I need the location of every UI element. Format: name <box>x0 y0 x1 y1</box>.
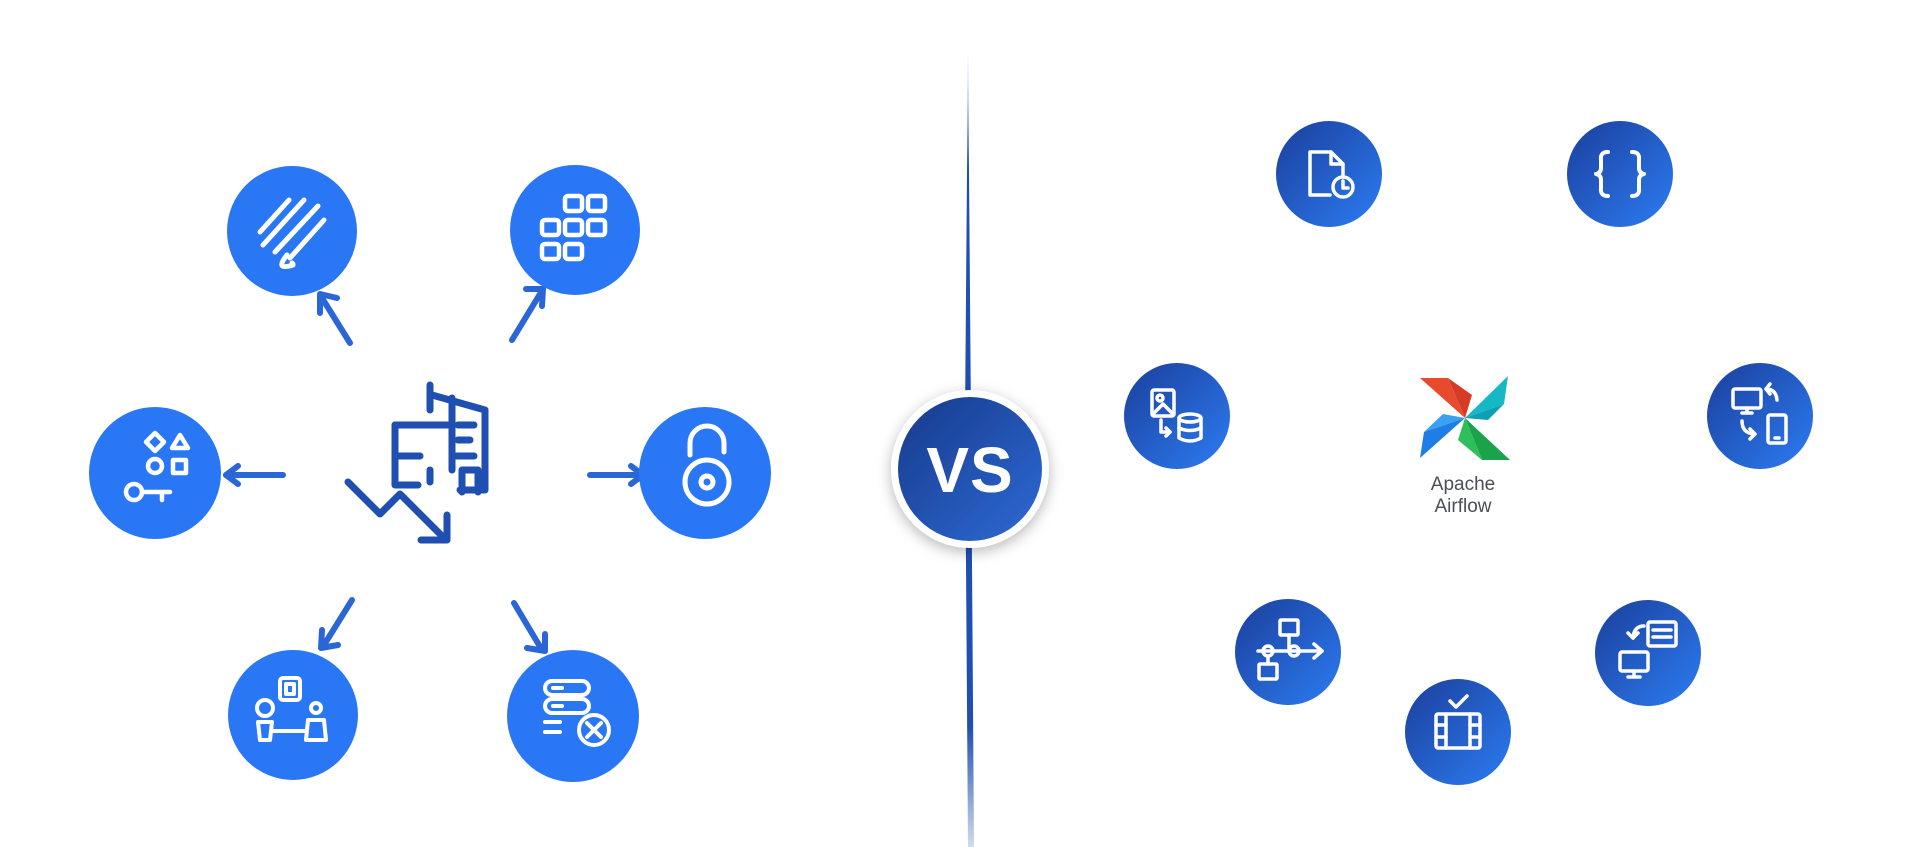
right-node-device-sync <box>1707 363 1813 469</box>
arrow-to-lock <box>587 463 646 487</box>
right-diagram: Apache Airflow <box>1124 121 1813 785</box>
arrow-to-people <box>318 597 355 651</box>
shapes-key-icon <box>123 430 191 503</box>
monitor-list-icon <box>1618 620 1678 679</box>
workflow-icon <box>1256 618 1324 681</box>
right-node-image-db <box>1124 363 1230 469</box>
left-diagram <box>89 165 771 782</box>
grid-blocks-icon <box>539 193 608 262</box>
arrow-to-server <box>511 600 548 654</box>
airflow-label-line2: Airflow <box>1434 496 1491 517</box>
code-braces-icon <box>1594 150 1646 198</box>
left-node-people <box>228 650 358 780</box>
airflow-pinwheel-icon <box>1420 376 1510 460</box>
left-node-shapes <box>89 407 221 539</box>
left-node-tally <box>227 166 357 296</box>
vs-label: VS <box>926 434 1013 506</box>
left-arrows <box>223 286 646 654</box>
right-node-workflow <box>1235 599 1341 705</box>
right-node-code <box>1567 121 1673 227</box>
right-node-monitor-list <box>1595 600 1701 706</box>
right-node-film-check <box>1405 679 1511 785</box>
right-node-file-clock <box>1276 121 1382 227</box>
people-roles-icon <box>255 676 328 742</box>
file-clock-icon <box>1308 150 1355 199</box>
open-lock-icon <box>682 423 732 507</box>
arrow-to-shapes <box>223 463 286 487</box>
image-database-icon <box>1150 388 1203 443</box>
left-node-grid <box>510 165 640 295</box>
vs-badge: VS <box>891 390 1049 548</box>
left-node-server <box>507 650 639 782</box>
arrow-to-tally <box>317 291 353 346</box>
server-error-icon <box>543 679 611 747</box>
arrow-to-grid <box>509 286 546 343</box>
building-decline-icon <box>344 381 489 544</box>
tally-lines-icon <box>257 197 327 270</box>
airflow-label-line1: Apache <box>1431 474 1495 495</box>
airflow-logo: Apache Airflow <box>1420 376 1510 517</box>
film-check-icon <box>1434 694 1482 750</box>
left-node-lock <box>639 407 771 539</box>
device-sync-icon <box>1731 382 1788 445</box>
